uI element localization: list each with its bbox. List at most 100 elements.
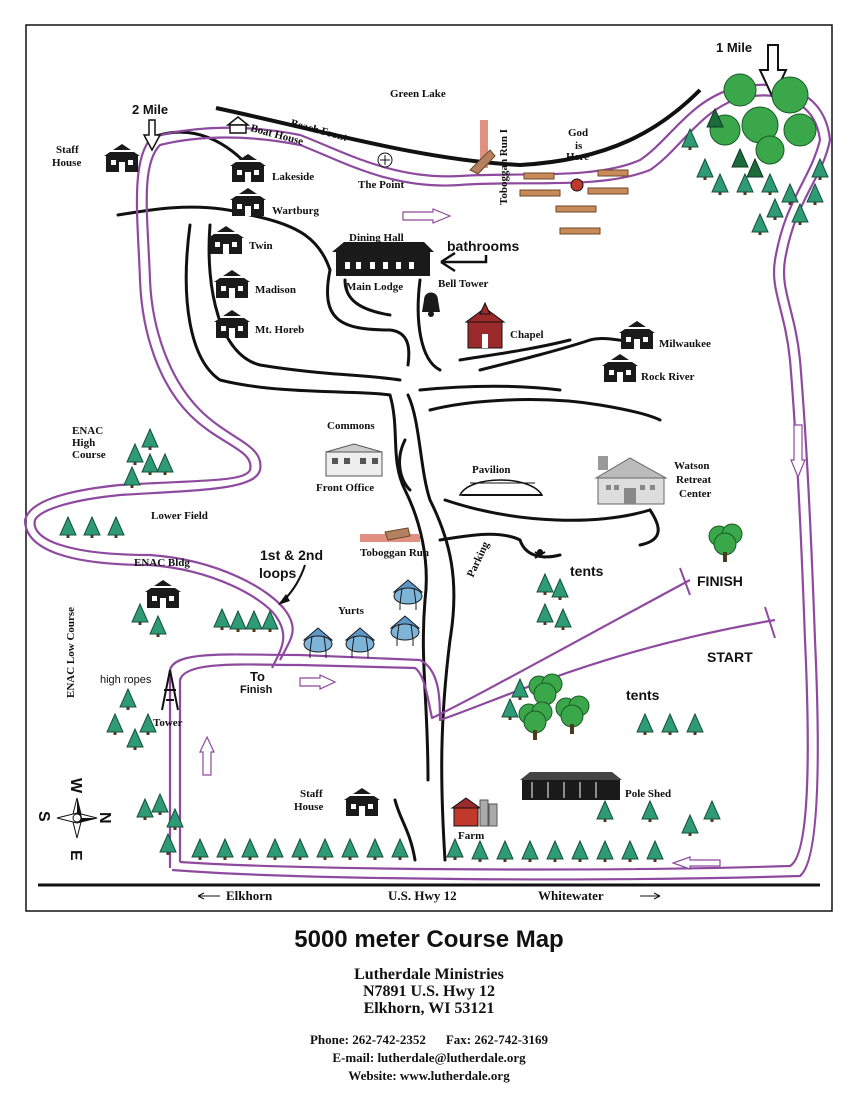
trail-roads	[116, 205, 662, 862]
address-line-1: N7891 U.S. Hwy 12	[362, 983, 495, 1000]
label-staff-house-top-1: Staff	[56, 144, 79, 156]
label-pavilion: Pavilion	[472, 464, 511, 476]
label-loops-1: 1st & 2nd	[260, 547, 323, 563]
label-lakeside: Lakeside	[272, 171, 314, 183]
label-to-finish-2: Finish	[240, 684, 273, 696]
org-name: Lutherdale Ministries	[354, 966, 504, 983]
label-bell-tower: Bell Tower	[438, 278, 489, 290]
compass-rose	[56, 797, 98, 839]
lakeside-icon	[230, 154, 266, 182]
course-map: W E S N Green Lake Beach Front Boat Hous…	[23, 24, 833, 912]
label-main-lodge: Main Lodge	[346, 281, 403, 293]
boat-house-icon	[225, 116, 251, 134]
label-enac-high-2: High	[72, 437, 95, 449]
label-milwaukee: Milwaukee	[659, 338, 711, 350]
footer: 5000 meter Course Map Lutherdale Ministr…	[0, 922, 858, 1085]
label-enac-high-1: ENAC	[72, 425, 103, 437]
main-lodge-icon	[332, 242, 434, 276]
label-bathrooms: bathrooms	[447, 238, 520, 254]
label-1-mile: 1 Mile	[716, 40, 752, 55]
email[interactable]: E-mail: lutherdale@lutherdale.org	[332, 1050, 526, 1065]
compass-e: E	[67, 850, 84, 861]
label-start: START	[707, 649, 753, 665]
tree-tents-3	[518, 701, 553, 741]
campfire-icon	[534, 549, 546, 559]
label-rock-river: Rock River	[641, 371, 695, 383]
label-watson-3: Center	[679, 488, 711, 500]
rock-river-icon	[602, 354, 638, 382]
label-lower-field: Lower Field	[151, 510, 208, 522]
label-watson-2: Retreat	[676, 474, 712, 486]
bathrooms-arrow	[440, 251, 488, 273]
label-here: Here	[566, 151, 589, 163]
picnic-tables	[519, 169, 629, 235]
label-pole-shed: Pole Shed	[625, 788, 671, 800]
label-chapel: Chapel	[510, 329, 544, 341]
race-route	[23, 83, 832, 881]
toboggan-run-1-icon	[469, 120, 496, 175]
yurt-1	[393, 579, 423, 611]
label-tower: Tower	[153, 717, 183, 729]
label-high-ropes: high ropes	[100, 674, 152, 686]
twin-icon	[208, 226, 244, 254]
label-enac-bldg: ENAC Bldg	[134, 557, 190, 569]
forest-northeast	[681, 73, 829, 236]
label-enac-high-3: Course	[72, 449, 106, 461]
org-block: Lutherdale Ministries N7891 U.S. Hwy 12 …	[0, 966, 858, 1017]
map-frame	[25, 24, 833, 912]
tree-tents-2	[555, 695, 590, 735]
label-mt-horeb: Mt. Horeb	[255, 324, 304, 336]
compass-w: W	[67, 778, 84, 794]
website[interactable]: Website: www.lutherdale.org	[348, 1068, 510, 1083]
label-madison: Madison	[255, 284, 296, 296]
madison-icon	[214, 270, 250, 298]
label-finish: FINISH	[697, 573, 743, 589]
finish-line	[679, 567, 691, 596]
label-is: is	[575, 140, 583, 152]
label-watson-1: Watson	[674, 460, 709, 472]
map-title: 5000 meter Course Map	[294, 926, 564, 953]
fax: Fax: 262-742-3169	[445, 1032, 549, 1047]
address-line-2: Elkhorn, WI 53121	[363, 1000, 495, 1017]
toboggan-run-icon	[360, 527, 420, 542]
label-loops-2: loops	[259, 565, 297, 581]
yurt-3	[345, 627, 375, 659]
enac-bldg-icon	[145, 580, 181, 608]
label-road-elkhorn: Elkhorn	[226, 888, 273, 903]
mt-horeb-icon	[214, 310, 250, 338]
road-arrows	[197, 892, 661, 900]
label-wartburg: Wartburg	[272, 205, 320, 217]
label-staff-house-top-2: House	[52, 157, 81, 169]
label-parking: Parking	[465, 539, 492, 579]
contact-block: Phone: 262-742-2352 Fax: 262-742-3169 E-m…	[0, 1031, 858, 1085]
label-farm: Farm	[458, 830, 484, 842]
label-dining-hall: Dining Hall	[349, 232, 404, 244]
bell-tower-icon	[422, 292, 440, 317]
tower-icon	[161, 669, 179, 711]
label-god: God	[568, 127, 588, 139]
label-commons: Commons	[327, 420, 375, 432]
label-staff-house-bottom-1: Staff	[300, 788, 323, 800]
label-front-office: Front Office	[316, 482, 374, 494]
label-staff-house-bottom-2: House	[294, 801, 323, 813]
mile-2-arrow	[142, 119, 162, 152]
label-green-lake: Green Lake	[390, 88, 446, 100]
staff-house-bottom-icon	[344, 788, 380, 816]
label-to-finish-1: To	[250, 669, 265, 684]
label-the-point: The Point	[358, 179, 404, 191]
chapel-icon	[464, 301, 506, 349]
label-road-whitewater: Whitewater	[538, 888, 604, 903]
loops-arrow	[278, 564, 306, 605]
wartburg-icon	[230, 188, 266, 216]
phone: Phone: 262-742-2352	[309, 1032, 426, 1047]
compass-labels: W E S N	[35, 778, 113, 861]
label-road-hwy: U.S. Hwy 12	[388, 888, 457, 903]
compass-s: S	[35, 811, 52, 822]
label-toboggan-run-1: Toboggan Run I	[498, 129, 510, 205]
pavilion-icon	[458, 479, 544, 496]
label-2-mile: 2 Mile	[132, 102, 168, 117]
start-line	[764, 606, 776, 639]
label-enac-low-course: ENAC Low Course	[65, 607, 77, 698]
watson-retreat-center-icon	[594, 456, 668, 505]
label-twin: Twin	[249, 240, 273, 252]
